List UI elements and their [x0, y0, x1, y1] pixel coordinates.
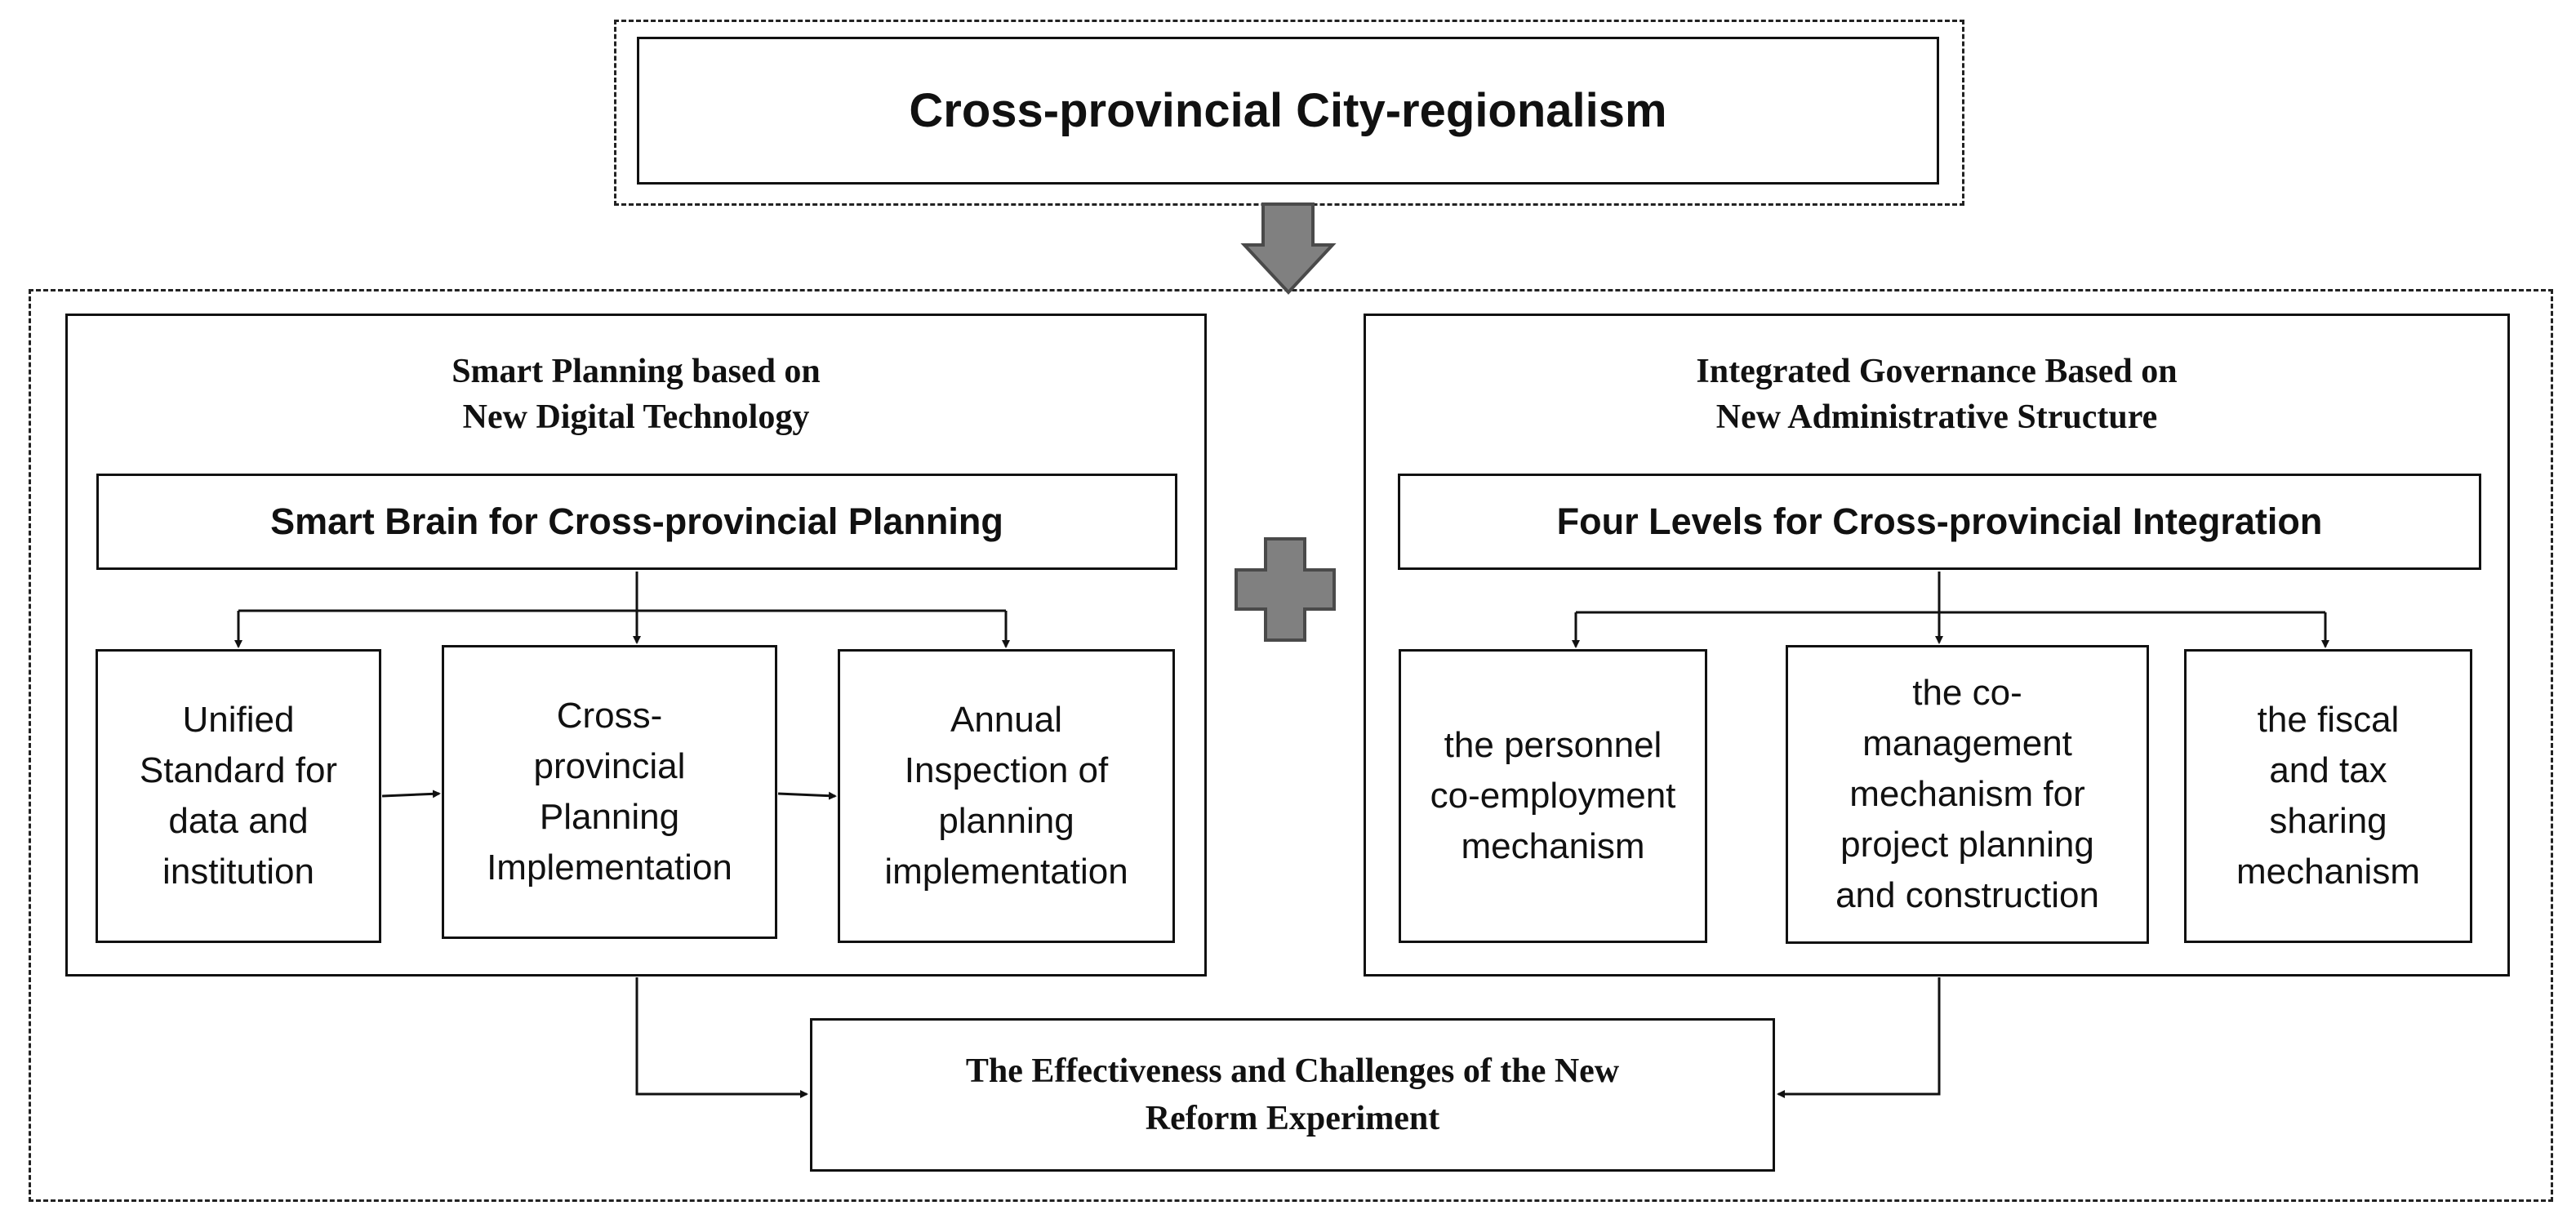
- left-panel-heading: Smart Planning based on New Digital Tech…: [452, 353, 821, 436]
- right-box-personnel: the personnel co-employment mechanism: [1399, 649, 1707, 943]
- main-title-box: Cross-provincial City-regionalism: [637, 37, 1939, 185]
- left-box-planning-implementation: Cross- provincial Planning Implementatio…: [442, 645, 777, 939]
- left-flow-arrow-2: [777, 791, 837, 800]
- right-box-co-management: the co- management mechanism for project…: [1786, 645, 2149, 944]
- block-arrow-down-icon: [1240, 202, 1337, 295]
- left-subtitle: Smart Brain for Cross-provincial Plannin…: [270, 501, 1003, 542]
- left-box-annual-inspection: Annual Inspection of planning implementa…: [838, 649, 1175, 943]
- left-subtitle-box: Smart Brain for Cross-provincial Plannin…: [96, 474, 1177, 570]
- right-to-bottom-connector: [1777, 977, 1941, 1098]
- main-title: Cross-provincial City-regionalism: [909, 84, 1667, 137]
- right-subtitle-box: Four Levels for Cross-provincial Integra…: [1398, 474, 2481, 570]
- plus-icon: [1235, 537, 1336, 642]
- left-box-unified-standard: Unified Standard for data and institutio…: [96, 649, 381, 943]
- right-subtitle: Four Levels for Cross-provincial Integra…: [1556, 501, 2323, 542]
- left-flow-arrow-1: [381, 790, 441, 799]
- right-box-fiscal-tax: the fiscal and tax sharing mechanism: [2184, 649, 2472, 943]
- bottom-box: The Effectiveness and Challenges of the …: [810, 1018, 1775, 1172]
- left-to-bottom-connector: [635, 977, 808, 1098]
- right-panel-heading: Integrated Governance Based on New Admin…: [1696, 353, 2178, 436]
